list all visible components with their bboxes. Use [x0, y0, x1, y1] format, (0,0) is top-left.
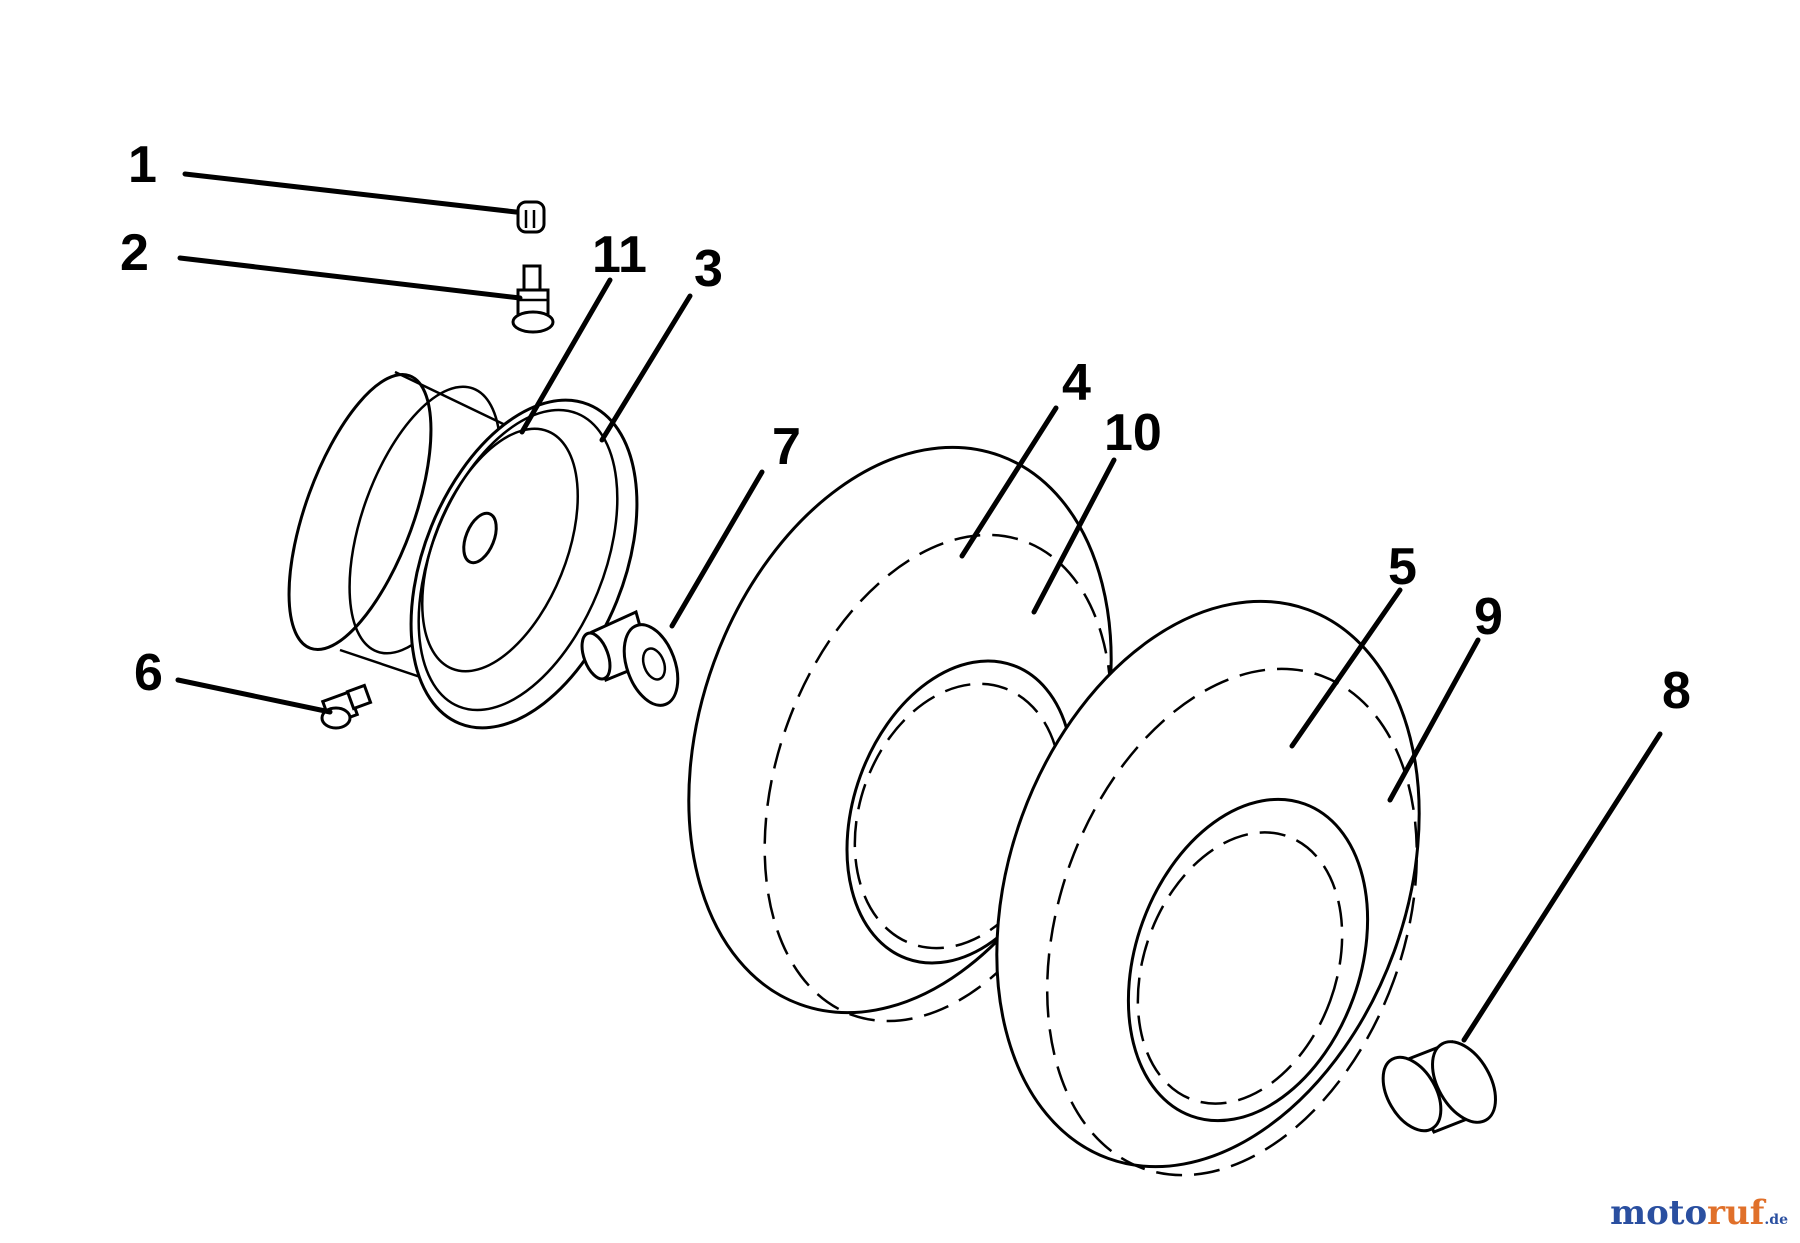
- rim-part: [287, 370, 639, 730]
- leader-11: [519, 277, 613, 435]
- callout-9: 9: [1474, 588, 1503, 646]
- valve-cap-part: [516, 200, 546, 234]
- callout-5: 5: [1388, 538, 1417, 596]
- leader-9: [1387, 637, 1481, 803]
- watermark-part-2: ruf: [1707, 1193, 1765, 1233]
- leader-5: [1289, 587, 1403, 749]
- bushing-part: [580, 609, 680, 707]
- valve-stem-part: [511, 264, 555, 334]
- leader-7: [669, 469, 765, 629]
- watermark-part-3: .de: [1764, 1212, 1788, 1228]
- callout-6: 6: [134, 644, 163, 702]
- callout-2: 2: [120, 224, 149, 282]
- watermark-part-1: moto: [1610, 1193, 1708, 1233]
- callout-labels: 1 2 11 3 6 7 4 10 5 9 8: [120, 136, 1691, 720]
- leader-3: [599, 293, 693, 443]
- leader-2: [177, 255, 523, 301]
- motoruf-watermark: motoruf.de: [1610, 1193, 1788, 1233]
- callout-4: 4: [1062, 354, 1091, 412]
- callout-8: 8: [1662, 662, 1691, 720]
- leader-8: [1461, 731, 1663, 1043]
- leader-4: [959, 405, 1059, 559]
- callout-11: 11: [592, 226, 647, 284]
- rear-tire-part: [995, 599, 1421, 1177]
- leader-1: [182, 171, 519, 215]
- leader-6: [175, 677, 333, 715]
- leader-10: [1031, 457, 1117, 615]
- callout-3: 3: [694, 240, 723, 298]
- callout-1: 1: [128, 136, 157, 194]
- callout-10: 10: [1104, 404, 1162, 462]
- grease-fitting-part: [320, 683, 373, 730]
- hub-cap-part: [1381, 1040, 1497, 1134]
- leader-lines: [175, 171, 1663, 1043]
- callout-7: 7: [772, 418, 801, 476]
